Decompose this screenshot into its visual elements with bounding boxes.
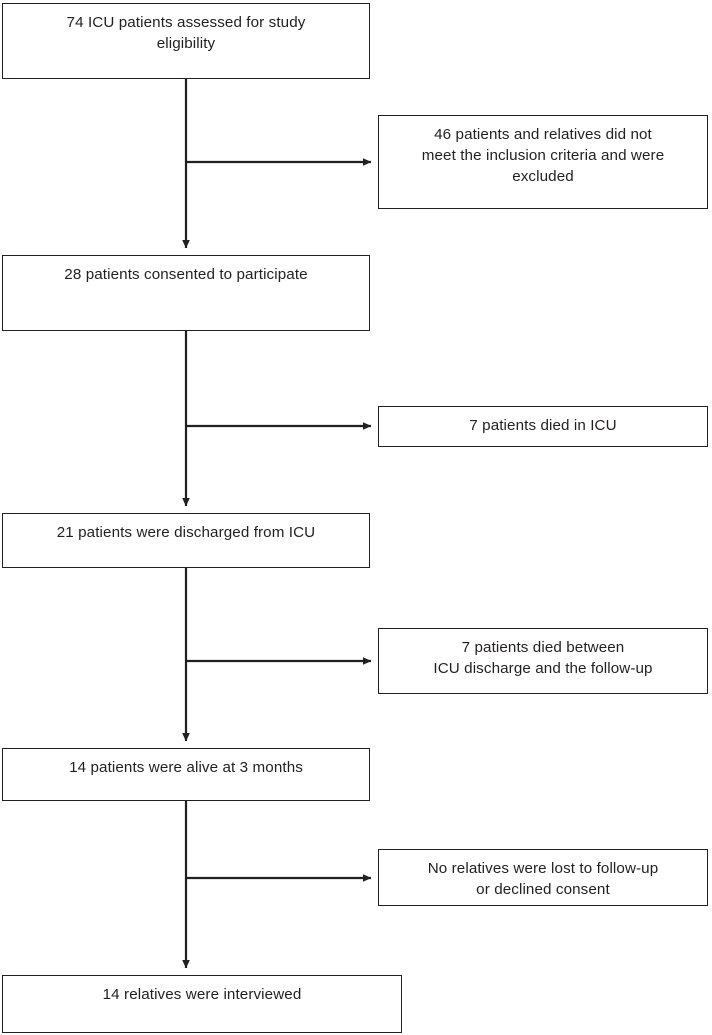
node-interviewed: 14 relatives were interviewed	[2, 975, 402, 1033]
node-alive-label: 14 patients were alive at 3 months	[69, 759, 303, 776]
node-discharged: 21 patients were discharged from ICU	[2, 513, 370, 568]
node-assessed-label: 74 ICU patients assessed for study eligi…	[66, 14, 306, 52]
node-died-icu-label: 7 patients died in ICU	[469, 417, 617, 435]
node-no-loss: No relatives were lost to follow-up or d…	[378, 849, 708, 906]
node-died-icu: 7 patients died in ICU	[378, 406, 708, 447]
node-assessed: 74 ICU patients assessed for study eligi…	[2, 3, 370, 79]
node-alive: 14 patients were alive at 3 months	[2, 748, 370, 801]
node-interviewed-label: 14 relatives were interviewed	[102, 986, 302, 1003]
node-consented-label: 28 patients consented to participate	[64, 266, 308, 283]
node-no-loss-label: No relatives were lost to follow-up or d…	[427, 860, 659, 898]
node-excluded-label: 46 patients and relatives did not meet t…	[421, 126, 665, 185]
node-discharged-label: 21 patients were discharged from ICU	[56, 524, 316, 541]
node-excluded: 46 patients and relatives did not meet t…	[378, 115, 708, 209]
node-died-after: 7 patients died between ICU discharge an…	[378, 628, 708, 694]
node-consented: 28 patients consented to participate	[2, 255, 370, 331]
node-died-after-label: 7 patients died between ICU discharge an…	[433, 639, 653, 677]
